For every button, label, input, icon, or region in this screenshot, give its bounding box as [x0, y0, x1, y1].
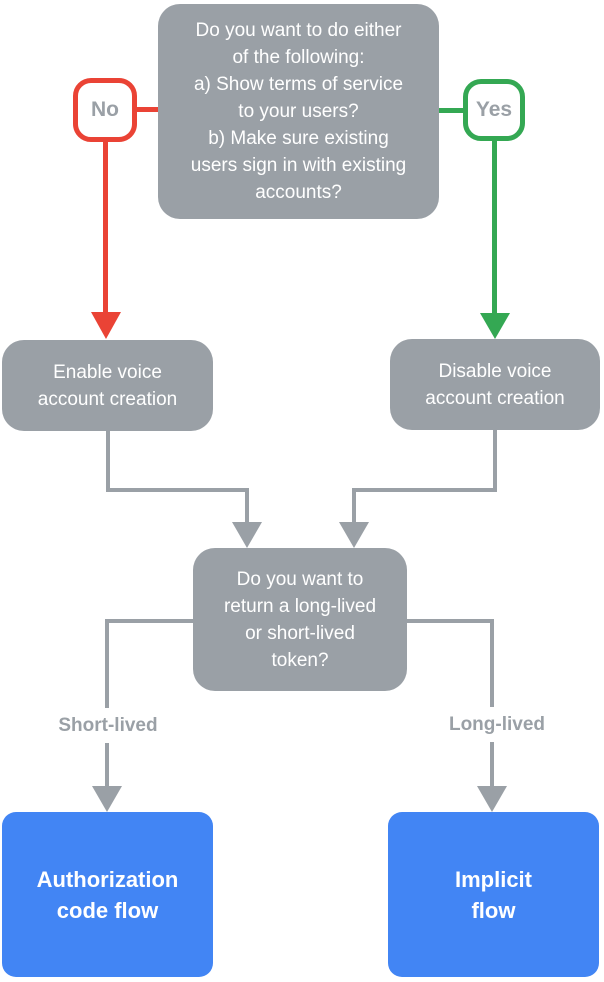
short-lived-label: Short-lived — [23, 708, 193, 743]
enable-to-token-arrowhead-icon — [232, 522, 262, 548]
result-box-authorization-code-flow: Authorization code flow — [2, 812, 213, 977]
enable-to-token-line-across — [106, 488, 249, 492]
yes-branch-arrowhead-icon — [480, 313, 510, 339]
decision-box-terms-of-service: Do you want to do either of the followin… — [158, 4, 439, 219]
disable-to-token-line-down — [493, 430, 497, 492]
no-branch-arrowhead-icon — [91, 312, 121, 339]
short-lived-line-across — [105, 619, 195, 623]
long-lived-line-down — [490, 619, 494, 787]
short-lived-line-down — [105, 619, 109, 787]
disable-to-token-arrowhead-icon — [339, 522, 369, 548]
long-lived-arrowhead-icon — [477, 786, 507, 812]
decision-box-token-lifetime: Do you want to return a long-lived or sh… — [193, 548, 407, 691]
enable-to-token-line-down — [106, 431, 110, 492]
step-box-disable-voice-account-creation: Disable voice account creation — [390, 339, 600, 430]
yes-badge: Yes — [463, 79, 525, 141]
enable-to-token-line-drop — [245, 488, 249, 523]
no-badge: No — [73, 78, 137, 142]
disable-to-token-line-across — [354, 488, 497, 492]
no-branch-line-vertical — [103, 138, 108, 313]
step-box-enable-voice-account-creation: Enable voice account creation — [2, 340, 213, 431]
long-lived-label: Long-lived — [412, 707, 582, 742]
disable-to-token-line-drop — [352, 488, 356, 523]
long-lived-line-across — [405, 619, 494, 623]
yes-branch-line-horizontal — [436, 108, 465, 113]
result-box-implicit-flow: Implicit flow — [388, 812, 599, 977]
no-branch-line-horizontal — [135, 107, 161, 112]
short-lived-arrowhead-icon — [92, 786, 122, 812]
yes-branch-line-vertical — [492, 139, 497, 313]
